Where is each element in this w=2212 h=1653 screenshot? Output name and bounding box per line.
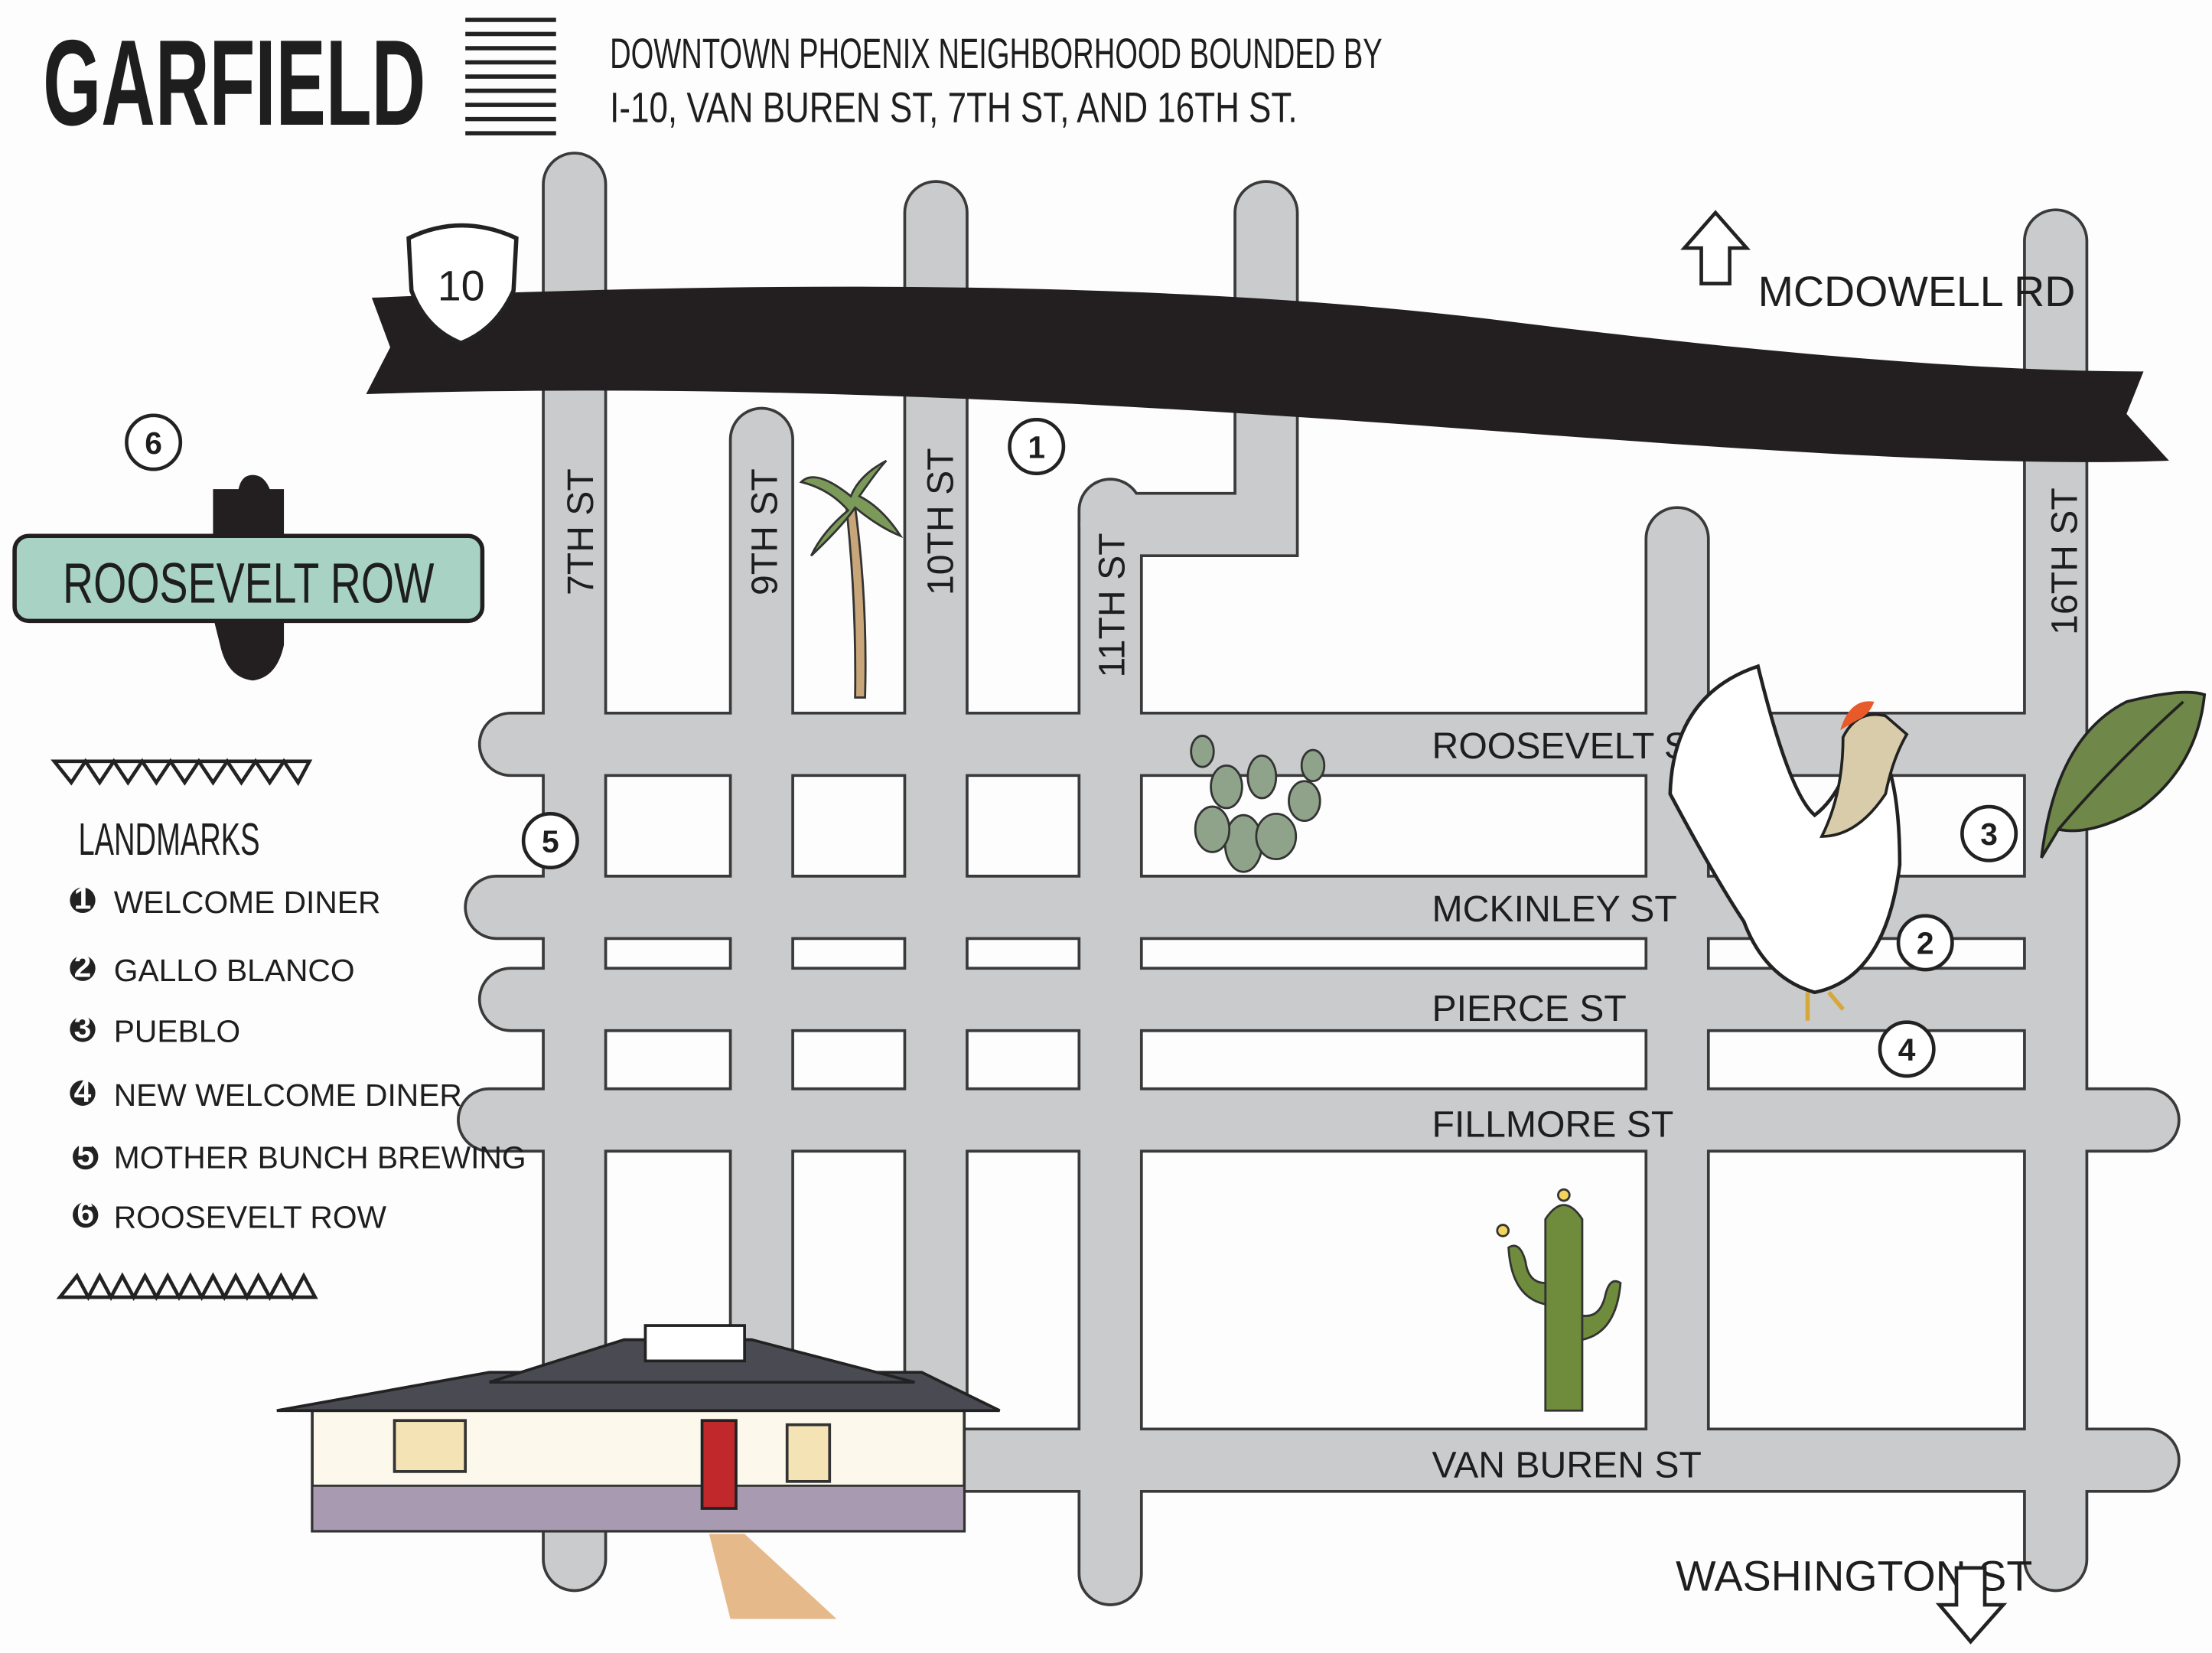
- prickly-pear-cactus-icon: [1190, 735, 1326, 873]
- street-label-16th: 16TH ST: [2044, 487, 2085, 635]
- bungalow-house-icon: [276, 1324, 1001, 1619]
- svg-text:5: 5: [542, 823, 559, 859]
- saguaro-cactus-icon: [1496, 1188, 1622, 1412]
- svg-text:6: 6: [77, 1195, 94, 1231]
- triangle-border-bottom: [56, 1272, 318, 1301]
- map-title: GARFIELD: [43, 15, 425, 151]
- marker-2[interactable]: 2: [1896, 914, 1954, 972]
- svg-text:2: 2: [1917, 926, 1934, 961]
- legend-label: NEW WELCOME DINER: [114, 1078, 462, 1113]
- street-label-7th: 7TH ST: [560, 468, 601, 595]
- arrow-down-icon: [1935, 1566, 2008, 1645]
- roosevelt-row-sign: ROOSEVELT ROW: [12, 474, 485, 681]
- legend-item: 5 MOTHER BUNCH BREWING: [73, 1137, 526, 1175]
- legend-item: 1 WELCOME DINER: [70, 880, 380, 920]
- legend-label: ROOSEVELT ROW: [114, 1199, 387, 1234]
- street-label-10th: 10TH ST: [920, 448, 961, 595]
- roosevelt-row-sign-label: ROOSEVELT ROW: [63, 551, 434, 615]
- street-label-roosevelt: ROOSEVELT ST: [1432, 725, 1712, 767]
- svg-text:3: 3: [74, 1009, 92, 1045]
- svg-text:1: 1: [1028, 429, 1045, 465]
- landmark-markers: 1 2 3 4 5 6: [125, 413, 2018, 1078]
- svg-text:3: 3: [1980, 817, 1998, 852]
- street-label-mckinley: MCKINLEY ST: [1432, 888, 1677, 930]
- marker-1[interactable]: 1: [1008, 418, 1066, 476]
- street-label-mcdowell: MCDOWELL RD: [1758, 268, 2076, 315]
- legend-item: 2 GALLO BLANCO: [70, 948, 355, 988]
- street-label-fillmore: FILLMORE ST: [1432, 1104, 1674, 1146]
- interstate-shield: 10: [406, 223, 519, 346]
- shield-label: 10: [438, 262, 485, 310]
- leaf-icon: [2040, 690, 2207, 859]
- arrow-up-icon: [1680, 210, 1751, 285]
- subtitle-line-2: I-10, VAN BUREN ST, 7TH ST, AND 16TH ST.: [610, 83, 1297, 131]
- palm-tree-icon: [799, 459, 904, 699]
- legend-label: PUEBLO: [114, 1014, 240, 1049]
- legend-item: 6 ROOSEVELT ROW: [73, 1195, 387, 1234]
- street-label-pierce: PIERCE ST: [1432, 988, 1627, 1029]
- street-label-van-buren: VAN BUREN ST: [1432, 1444, 1702, 1485]
- legend: LANDMARKS 1 WELCOME DINER 2 GALLO BLANCO 3…: [50, 758, 526, 1301]
- svg-text:2: 2: [74, 948, 92, 983]
- svg-text:6: 6: [145, 425, 162, 461]
- street-label-11th: 11TH ST: [1092, 533, 1133, 677]
- street-label-9th: 9TH ST: [744, 468, 786, 595]
- marker-6[interactable]: 6: [125, 413, 183, 471]
- marker-5[interactable]: 5: [521, 812, 579, 870]
- svg-text:4: 4: [74, 1073, 92, 1108]
- svg-text:4: 4: [1898, 1032, 1916, 1068]
- marker-4[interactable]: 4: [1878, 1020, 1936, 1078]
- rooster-icon: [1668, 663, 1909, 1021]
- legend-item: 4 NEW WELCOME DINER: [70, 1073, 462, 1113]
- legend-label: WELCOME DINER: [114, 885, 381, 920]
- road-network: [457, 152, 2181, 1606]
- legend-item: 3 PUEBLO: [70, 1009, 240, 1049]
- legend-label: GALLO BLANCO: [114, 953, 355, 988]
- subtitle-line-1: DOWNTOWN PHOENIX NEIGHBORHOOD BOUNDED BY: [610, 30, 1383, 77]
- interstate-10-freeway: [366, 286, 2169, 462]
- marker-3[interactable]: 3: [1960, 804, 2018, 862]
- legend-label: MOTHER BUNCH BREWING: [114, 1139, 526, 1175]
- svg-text:1: 1: [74, 880, 92, 915]
- legend-title: LANDMARKS: [78, 813, 259, 865]
- stripes-decoration: [465, 18, 556, 135]
- triangle-border-top: [50, 758, 313, 787]
- svg-text:5: 5: [77, 1137, 94, 1172]
